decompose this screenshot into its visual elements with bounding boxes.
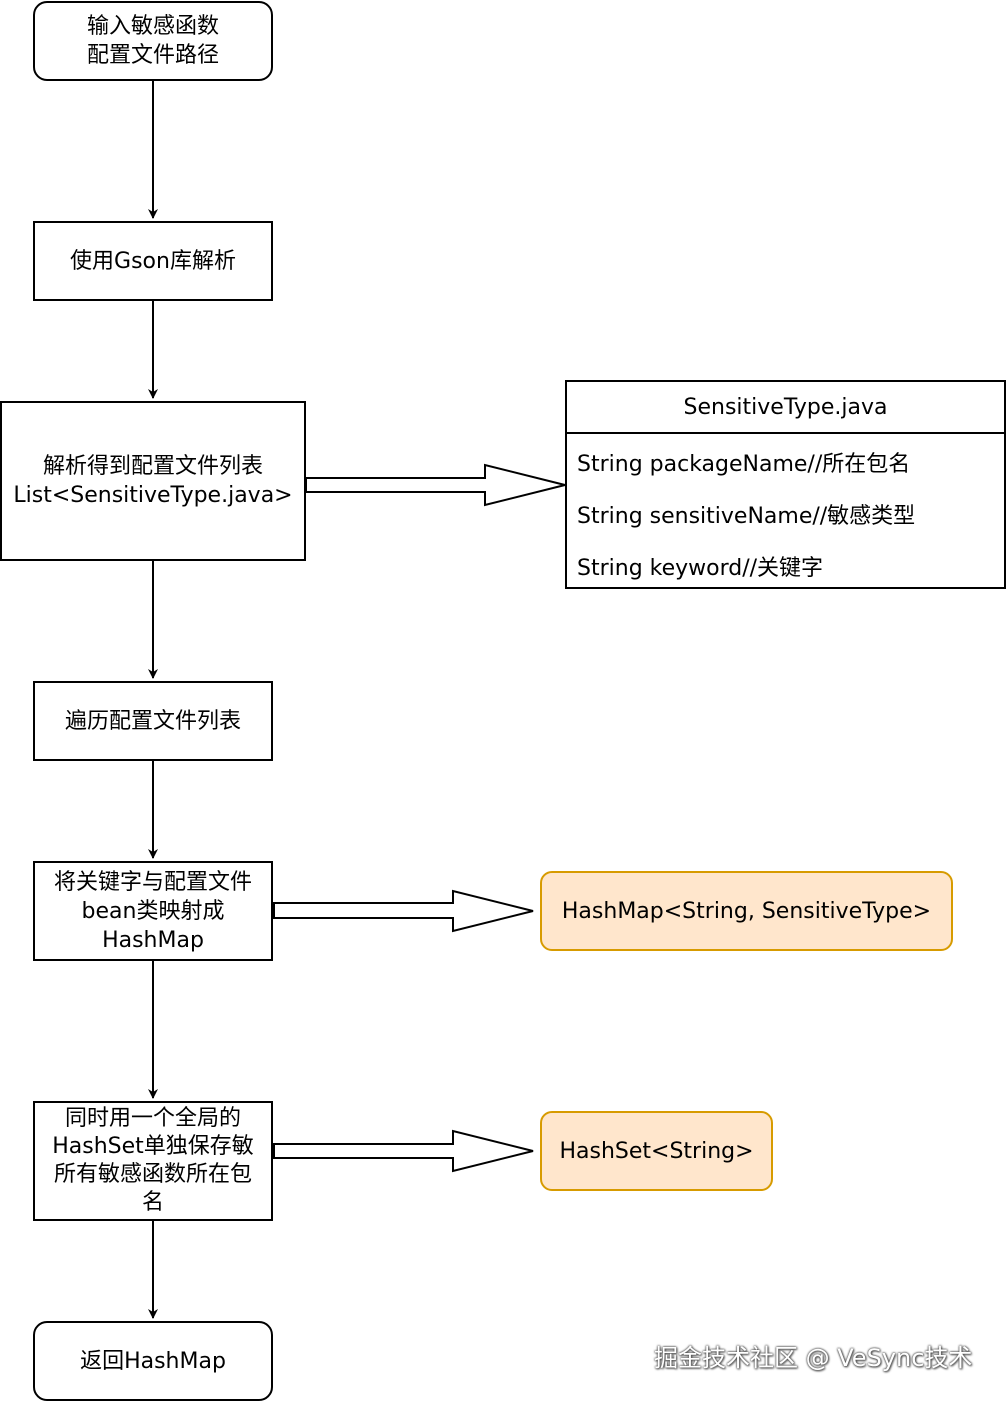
- node-map-line1: 将关键字与配置文件: [53, 869, 252, 895]
- node-gson-parse: 使用Gson库解析: [33, 221, 273, 301]
- block-arrow-to-hashset: [273, 1129, 534, 1173]
- node-hashset-save: 同时用一个全局的 HashSet单独保存敏 所有敏感函数所在包 名: [33, 1101, 273, 1221]
- node-input-path: 输入敏感函数 配置文件路径: [33, 1, 273, 81]
- node-traverse-label: 遍历配置文件列表: [64, 708, 241, 734]
- node-hashset-line1: 同时用一个全局的: [64, 1106, 241, 1131]
- output-hashmap-label: HashMap<String, SensitiveType>: [561, 898, 932, 924]
- node-return-label: 返回HashMap: [80, 1348, 226, 1374]
- node-traverse: 遍历配置文件列表: [33, 681, 273, 761]
- node-hashset-line2: HashSet单独保存敏: [52, 1134, 254, 1159]
- node-input-line2: 配置文件路径: [86, 43, 219, 68]
- node-input-line1: 输入敏感函数: [86, 14, 219, 39]
- watermark: 掘金技术社区 @ VeSync技术: [654, 1344, 973, 1372]
- node-map-line3: HashMap: [102, 927, 204, 953]
- node-config-list-line2: List<SensitiveType.java>: [13, 483, 293, 508]
- node-map-keyword: 将关键字与配置文件 bean类映射成 HashMap: [33, 861, 273, 961]
- class-title: SensitiveType.java: [567, 382, 1004, 434]
- node-hashset-line4: 名: [141, 1190, 164, 1215]
- output-hashset: HashSet<String>: [540, 1111, 773, 1191]
- output-hashset-label: HashSet<String>: [559, 1138, 754, 1164]
- node-config-list-line1: 解析得到配置文件列表: [42, 454, 263, 479]
- node-gson-label: 使用Gson库解析: [70, 248, 236, 274]
- block-arrow-to-hashmap: [273, 889, 534, 933]
- block-arrow-to-class: [305, 463, 566, 507]
- class-field-sensitive: String sensitiveName//敏感类型: [577, 504, 916, 529]
- class-sensitive-type: SensitiveType.java String packageName//所…: [565, 380, 1006, 589]
- node-map-line2: bean类映射成: [81, 898, 225, 924]
- node-return-map: 返回HashMap: [33, 1321, 273, 1401]
- node-hashset-line3: 所有敏感函数所在包: [53, 1162, 252, 1187]
- class-field-keyword: String keyword//关键字: [577, 556, 824, 581]
- output-hashmap: HashMap<String, SensitiveType>: [540, 871, 953, 951]
- class-field-package: String packageName//所在包名: [577, 452, 911, 477]
- node-config-list: 解析得到配置文件列表 List<SensitiveType.java>: [0, 401, 306, 561]
